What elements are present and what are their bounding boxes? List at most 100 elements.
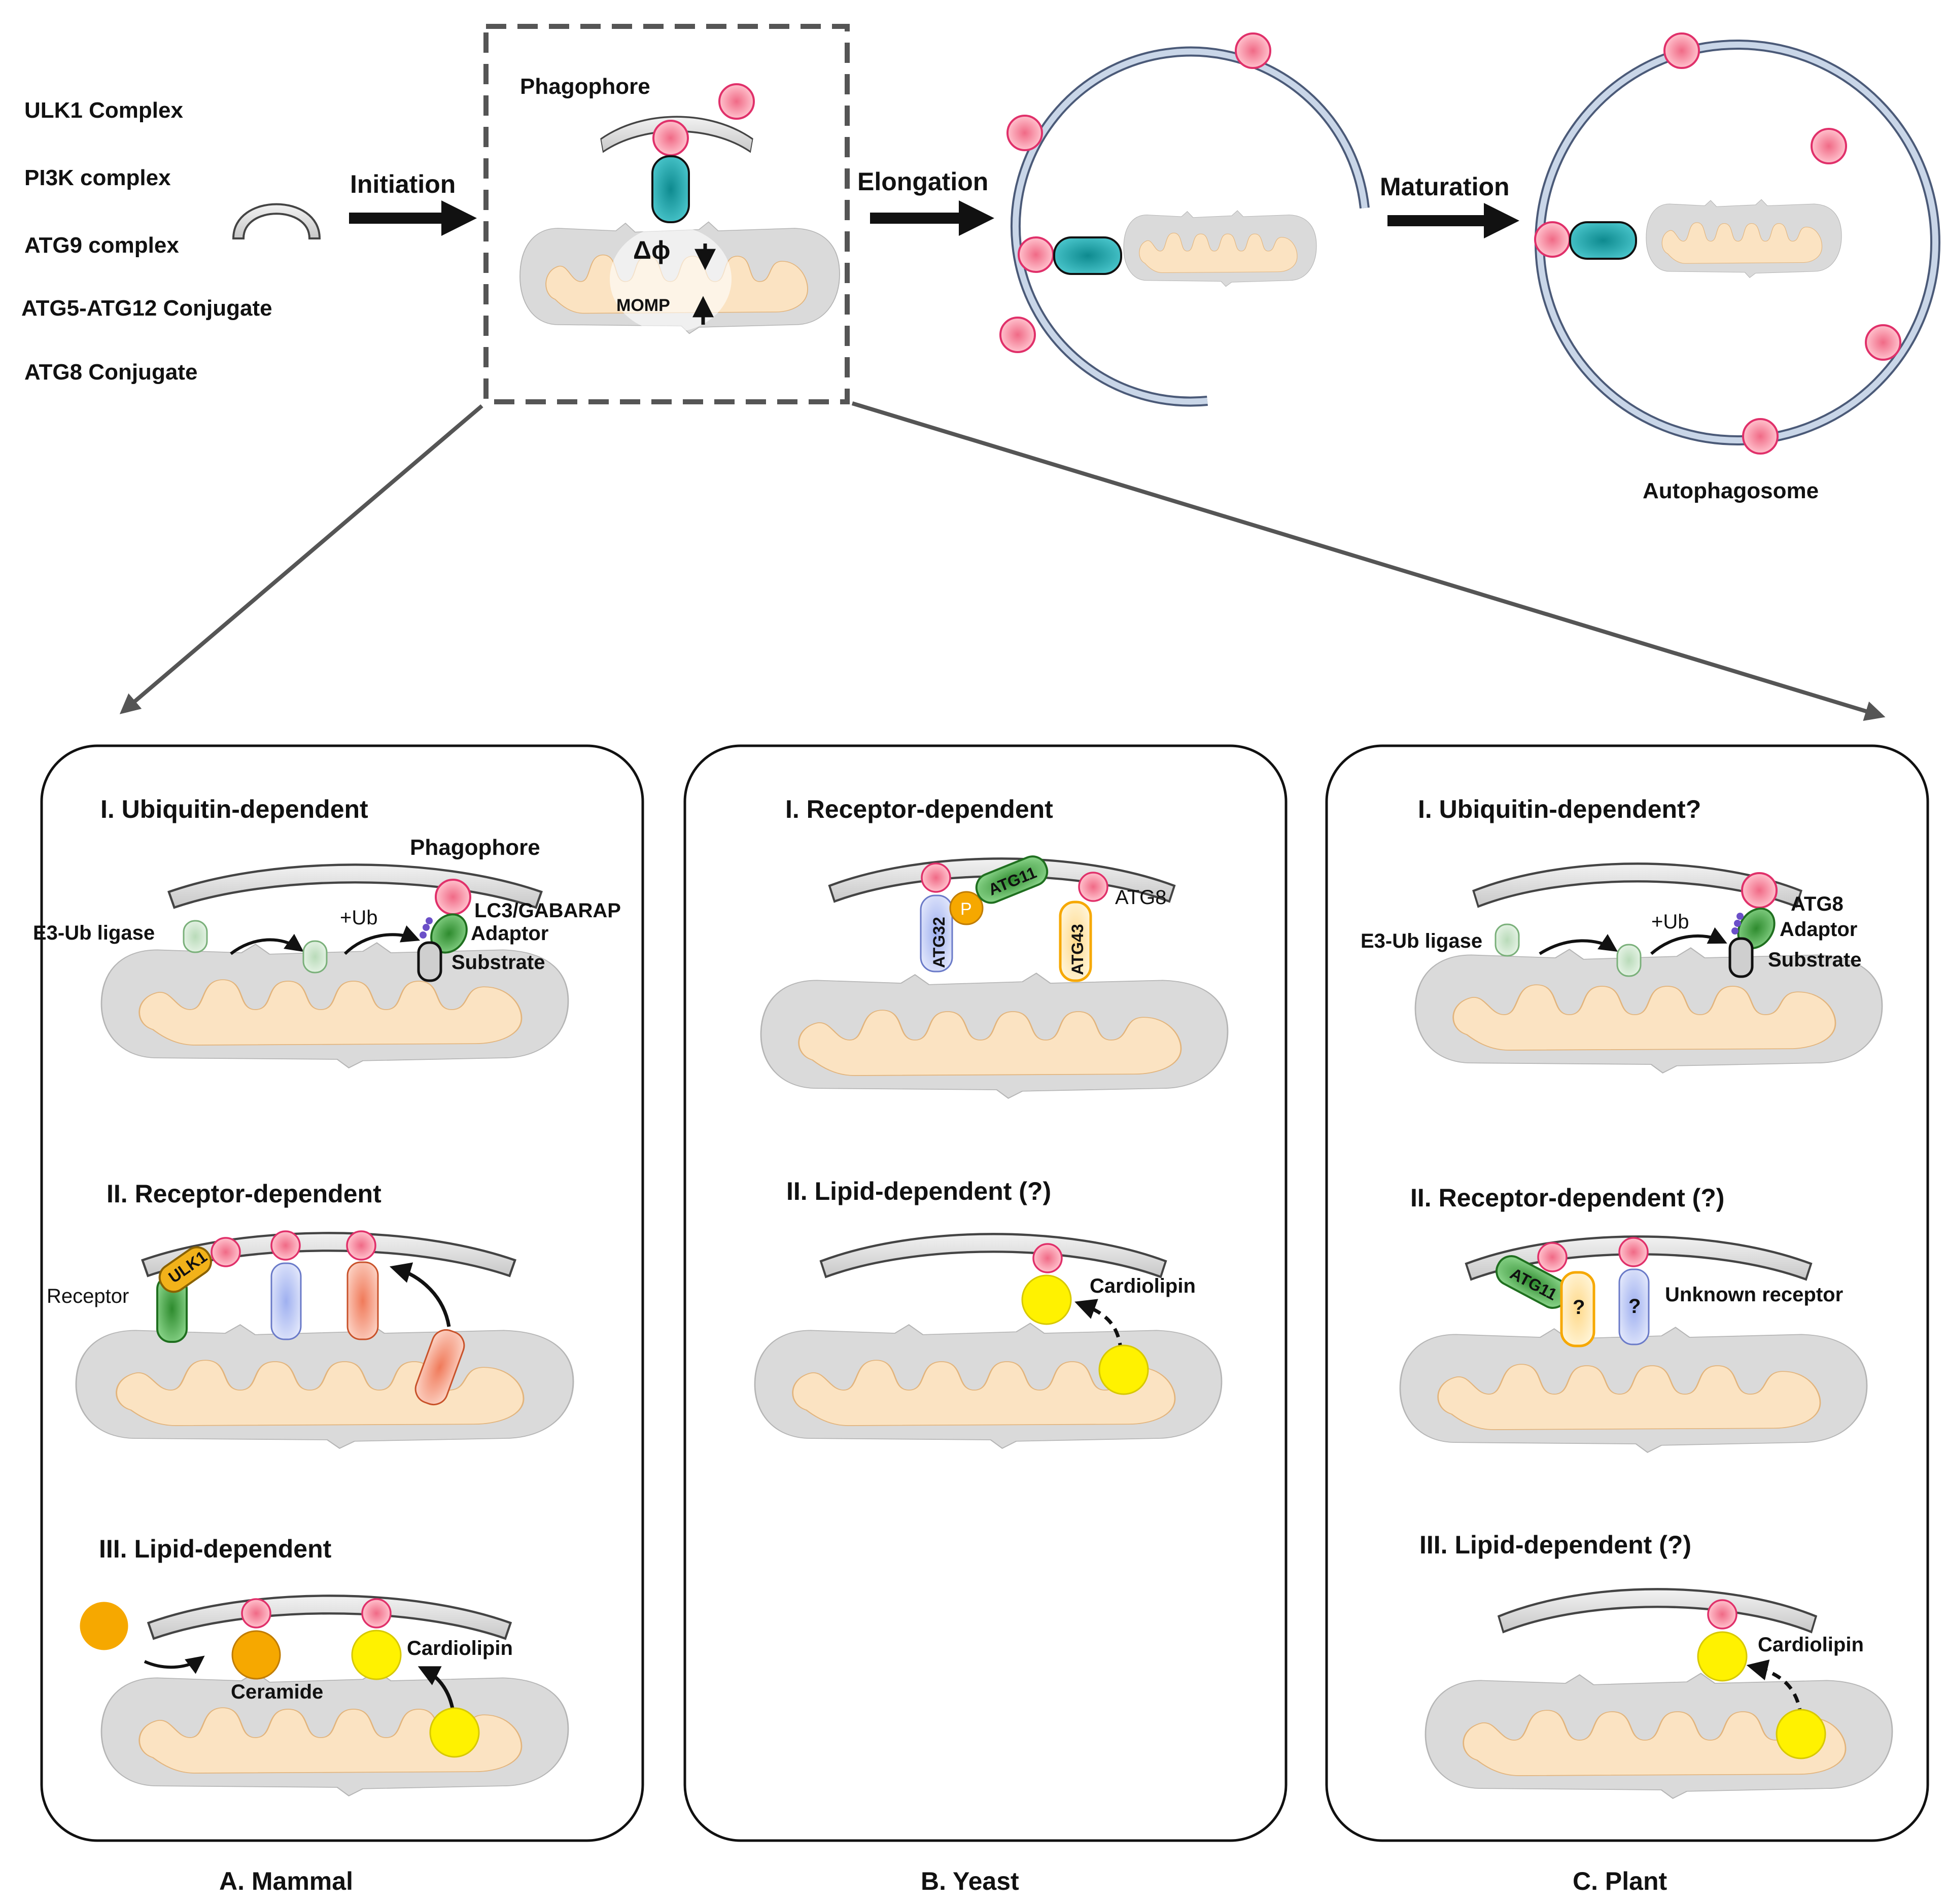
depolarization-halo	[610, 226, 732, 332]
atg32-label: ATG32	[930, 917, 948, 968]
panel-frame	[40, 744, 644, 1842]
complex-pi3k: PI3K complex	[24, 165, 171, 190]
panel-caption: B. Yeast	[921, 1867, 1019, 1895]
atg32-shape	[920, 894, 953, 973]
complex-atg5-atg12: ATG5-ATG12 Conjugate	[21, 296, 272, 321]
e3-ligase-shape	[302, 940, 328, 974]
section-title: II. Receptor-dependent	[107, 1180, 381, 1208]
atg8-dot	[270, 1230, 301, 1261]
momp-label: MOMP	[616, 296, 670, 315]
phosphate-label: P	[960, 899, 972, 919]
atg8-label: ATG8	[1791, 893, 1844, 915]
atg8-dot	[1707, 1599, 1738, 1630]
atg8-dot	[1742, 418, 1779, 455]
ubiquitin-chain	[1731, 927, 1739, 934]
phagophore-membrane	[821, 1234, 1166, 1276]
mitochondrion-autophagosome	[1646, 199, 1842, 278]
atg8-dot	[1537, 1242, 1568, 1272]
mitochondrion	[100, 1670, 569, 1797]
ceramide-label: Ceramide	[231, 1681, 323, 1703]
elongation-label: Elongation	[857, 167, 988, 196]
receptor-shape	[414, 1329, 465, 1406]
receptor-shape	[270, 1262, 302, 1340]
phagophore-label: Phagophore	[520, 74, 650, 99]
panel-mammal: I. Ubiquitin-dependent Phagophore E3-Ub …	[33, 744, 644, 1895]
section-title: I. Ubiquitin-dependent	[100, 795, 368, 823]
cardiolipin-dot	[351, 1630, 402, 1680]
translocation-arrow	[1074, 1299, 1123, 1353]
atg8-dot	[1618, 1237, 1649, 1267]
ulk1-receptor-capsule	[651, 155, 690, 223]
unknown-receptor-label: Unknown receptor	[1665, 1284, 1843, 1306]
atg8-dot	[1534, 221, 1571, 258]
ubiquitination-arrow	[343, 925, 421, 955]
atg8-dot	[346, 1230, 376, 1261]
unknown-receptor-shape	[1618, 1268, 1650, 1345]
elongation-arrow-head	[959, 200, 994, 236]
ulk1-kinase-shape	[158, 1246, 212, 1293]
substrate-label: Substrate	[1768, 949, 1862, 971]
panel-frame	[1325, 744, 1929, 1842]
cardiolipin-label: Cardiolipin	[1758, 1634, 1864, 1656]
cardiolipin-dot	[1697, 1631, 1748, 1682]
section-title: I. Ubiquitin-dependent?	[1418, 795, 1701, 823]
mitochondrion	[754, 1323, 1223, 1449]
atg8-label: ATG8	[1115, 886, 1167, 909]
section-title: II. Lipid-dependent (?)	[786, 1177, 1051, 1205]
conversion-arrow	[144, 1655, 205, 1674]
cardiolipin-label: Cardiolipin	[407, 1637, 513, 1659]
atg8-dot	[1663, 32, 1700, 69]
ubiquitin-chain	[420, 931, 427, 939]
mitochondrion	[760, 973, 1229, 1099]
atg8-dot	[1741, 872, 1778, 909]
substrate-shape	[417, 941, 442, 982]
atg8-dot	[999, 317, 1036, 353]
section-title: II. Receptor-dependent (?)	[1410, 1184, 1724, 1212]
complex-list: ULK1 Complex PI3K complex ATG9 complex A…	[21, 98, 272, 385]
atg8-dot	[1865, 324, 1901, 361]
atg43-label: ATG43	[1068, 924, 1087, 975]
atg11-shape	[975, 855, 1049, 904]
adaptor-label: Adaptor	[1780, 918, 1857, 941]
lc3-label: LC3/GABARAP	[474, 899, 621, 922]
atg8-dot	[652, 120, 689, 156]
ubiquitin-chain	[423, 924, 430, 931]
cardiolipin-dot	[429, 1707, 480, 1758]
section-title: III. Lipid-dependent	[99, 1535, 332, 1563]
mitochondrion	[75, 1322, 574, 1449]
panel-caption: A. Mammal	[219, 1867, 353, 1895]
cardiolipin-dot	[1021, 1274, 1072, 1325]
receptor-capsule-autophagosome	[1569, 221, 1637, 260]
atg8-dot	[921, 862, 951, 893]
atg8-dot	[361, 1598, 392, 1629]
initiation-box	[483, 24, 850, 404]
ubiquitination-arrow	[1650, 927, 1727, 955]
translocation-arrow	[389, 1262, 451, 1327]
atg8-dot	[1032, 1243, 1063, 1273]
panel-frame	[683, 744, 1288, 1842]
atg8-dot	[1811, 128, 1847, 164]
e3-ligase-shape	[1616, 944, 1642, 977]
complex-ulk1: ULK1 Complex	[24, 98, 183, 123]
section-title: I. Receptor-dependent	[785, 795, 1053, 823]
complex-atg8: ATG8 Conjugate	[24, 360, 197, 385]
panel-yeast: I. Receptor-dependent ATG32 P ATG11 ATG8…	[683, 744, 1288, 1895]
ceramide-dot	[231, 1630, 281, 1680]
substrate-shape	[1728, 937, 1754, 978]
phosphate-dot	[949, 891, 984, 925]
elongating-membrane	[1012, 48, 1368, 405]
phagophore-membrane	[149, 1596, 511, 1638]
section-title: III. Lipid-dependent (?)	[1419, 1531, 1691, 1559]
membrane-precursor	[232, 203, 321, 239]
cardiolipin-dot	[1098, 1344, 1149, 1395]
question-mark: ?	[1573, 1296, 1585, 1319]
atg8-dot	[241, 1598, 271, 1629]
ubiquitin-chain	[1736, 913, 1744, 920]
phagophore-label: Phagophore	[410, 835, 540, 860]
receptor-shape	[346, 1261, 379, 1340]
complex-atg9: ATG9 complex	[24, 233, 179, 258]
transfer-arrow	[1539, 934, 1618, 955]
adaptor-label: Adaptor	[471, 922, 548, 945]
question-mark: ?	[1628, 1295, 1641, 1318]
